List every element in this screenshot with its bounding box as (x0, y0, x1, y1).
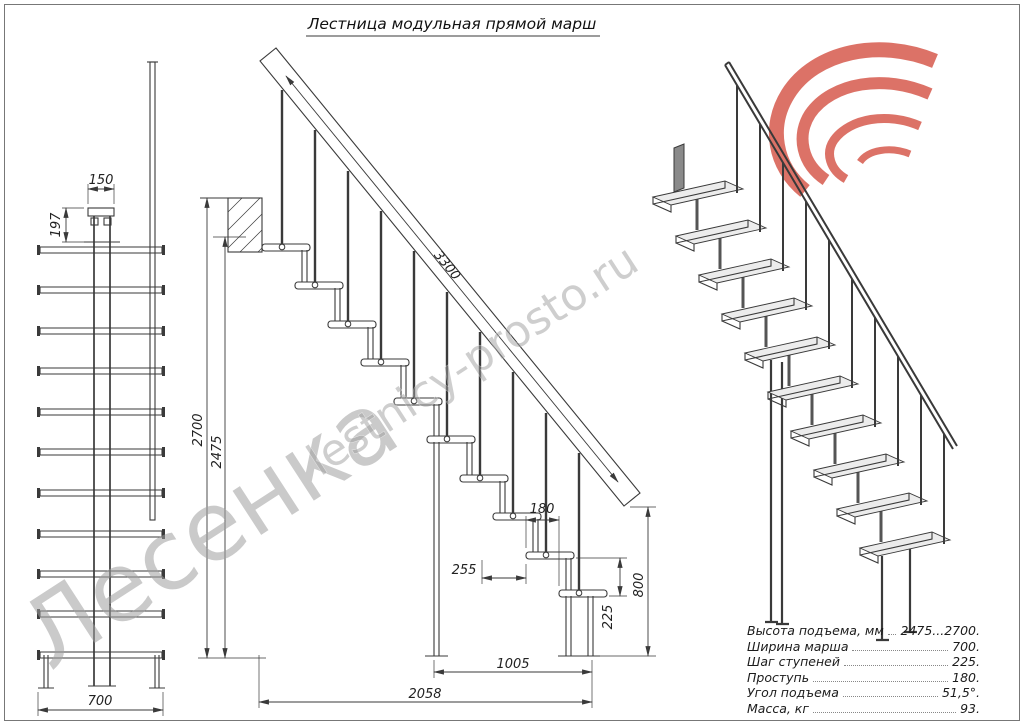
dim-197: 197 (49, 212, 64, 238)
support-legs (425, 442, 600, 657)
dim-150: 150 (89, 173, 114, 188)
spec-leader (812, 702, 957, 713)
spec-label: Масса, кг (747, 700, 809, 716)
spec-value: 225. (952, 654, 980, 670)
spec-table: Высота подъема, мм 2475...2700. Ширина м… (747, 623, 980, 717)
spec-value: 51,5°. (941, 685, 980, 701)
spec-row: Ширина марша 700. (747, 639, 980, 655)
wall-hatch (227, 197, 263, 253)
spec-row: Высота подъема, мм 2475...2700. (747, 623, 980, 639)
spec-row: Угол подъема 51,5°. (747, 685, 980, 701)
spec-value: 2475...2700. (900, 623, 980, 638)
spec-leader (842, 686, 938, 698)
wall-bracket (673, 143, 685, 193)
sheet-border (4, 4, 1020, 721)
drawing-title: Лестница модульная прямой марш (307, 15, 597, 33)
spec-leader (852, 640, 949, 651)
dim-2058: 2058 (408, 687, 441, 702)
spine-column (93, 216, 111, 686)
spec-leader (843, 655, 949, 667)
dim-700: 700 (88, 694, 113, 709)
spec-leader (887, 624, 897, 635)
dim-3300: 3300 (430, 248, 463, 283)
dim-255: 255 (452, 563, 477, 578)
spec-label: Высота подъема, мм (747, 623, 884, 638)
front-view: 150 197 700 (37, 61, 165, 716)
dim-2475: 2475 (210, 435, 225, 468)
dim-800: 800 (632, 573, 647, 598)
spec-row: Масса, кг 93. (747, 701, 980, 717)
front-legs (38, 655, 165, 689)
spec-value: 93. (960, 700, 980, 716)
spec-label: Проступь (747, 669, 810, 685)
dim-180: 180 (530, 502, 555, 517)
spec-label: Ширина марша (747, 638, 849, 654)
dim-2700: 2700 (191, 413, 206, 446)
iso-balusters (736, 85, 945, 544)
spec-label: Шаг ступеней (747, 654, 840, 670)
spec-value: 700. (952, 638, 980, 654)
spec-row: Шаг ступеней 225. (747, 654, 980, 670)
dim-225: 225 (601, 605, 616, 630)
spec-row: Проступь 180. (747, 670, 980, 686)
iso-handrail (724, 61, 958, 450)
mount-plate (87, 207, 115, 217)
step-end-caps (37, 245, 165, 660)
spec-label: Угол подъема (747, 685, 839, 701)
iso-legs (765, 360, 917, 642)
spec-leader (813, 671, 949, 682)
wall-block (227, 197, 263, 253)
dim-1005: 1005 (496, 657, 529, 672)
watermark-site: lestnicy-prosto.ru (298, 235, 647, 486)
spec-value: 180. (952, 669, 980, 685)
brand-logo (768, 42, 938, 197)
iso-view (651, 42, 958, 642)
iso-spine (695, 199, 883, 542)
iso-tread-edges (652, 181, 933, 564)
